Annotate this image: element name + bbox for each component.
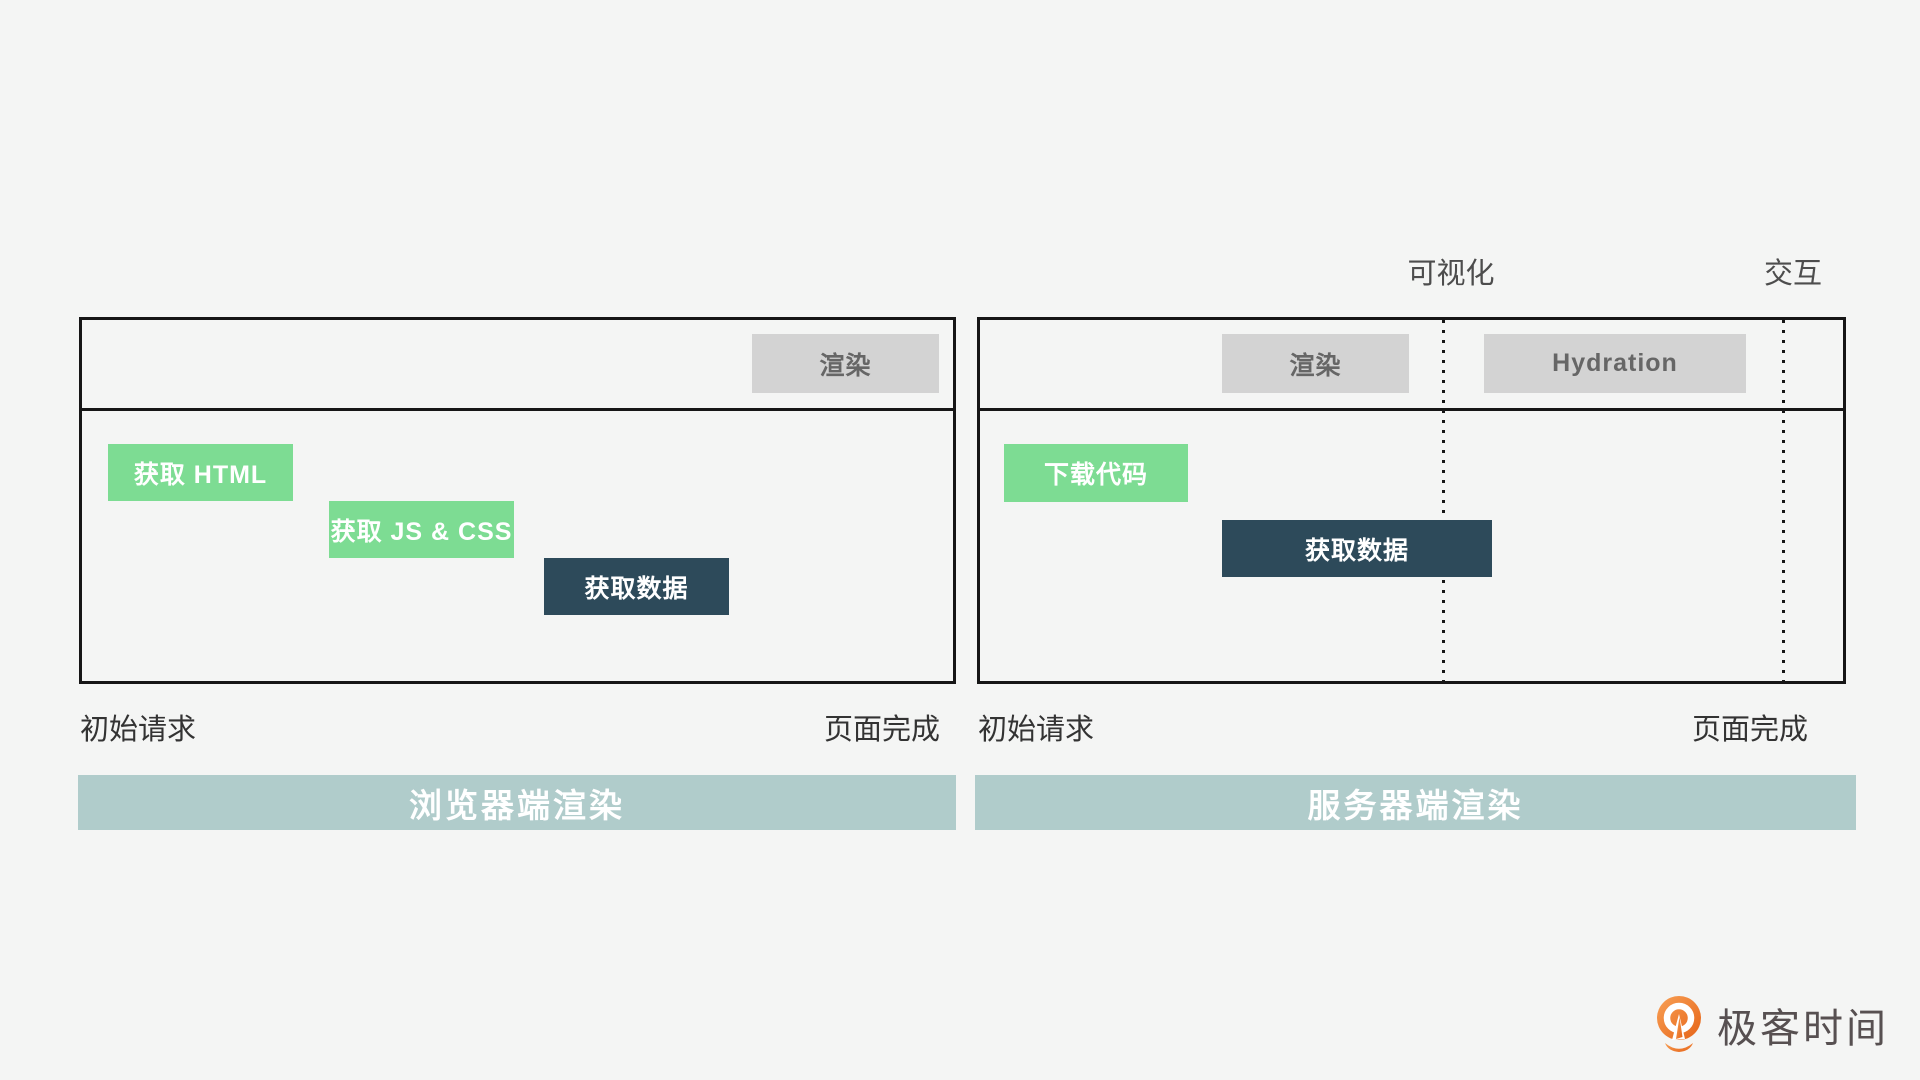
csr-render-bar: 渲染 <box>752 334 939 393</box>
ssr-hydration-bar: Hydration <box>1484 334 1746 393</box>
csr-fetch-data-bar: 获取数据 <box>544 558 729 615</box>
ssr-download-code-bar: 下载代码 <box>1004 444 1188 502</box>
csr-caption-text: 浏览器端渲染 <box>409 786 625 824</box>
milestone-label-visualize: 可视化 <box>1407 258 1495 290</box>
csr-main-thread-row: 渲染 <box>82 320 953 411</box>
csr-fetch-js-css-bar: 获取 JS & CSS <box>329 501 514 558</box>
csr-caption-band: 浏览器端渲染 <box>78 775 956 830</box>
ssr-caption-text: 服务器端渲染 <box>1307 786 1524 824</box>
ssr-page-complete-label: 页面完成 <box>1691 714 1808 746</box>
interactive-dotted-line <box>1782 320 1785 681</box>
geektime-logo: 极客时间 <box>1652 995 1889 1055</box>
geektime-logo-icon <box>1657 996 1701 1052</box>
ssr-initial-request-label: 初始请求 <box>978 714 1095 746</box>
ssr-render-bar: 渲染 <box>1222 334 1409 393</box>
ssr-timeline-panel: 渲染 Hydration 下载代码 获取数据 <box>977 317 1846 684</box>
csr-fetch-html-bar: 获取 HTML <box>108 444 293 501</box>
ssr-caption-band: 服务器端渲染 <box>975 775 1856 830</box>
visualize-dotted-line <box>1442 320 1445 681</box>
csr-page-complete-label: 页面完成 <box>823 714 940 746</box>
geektime-logo-text: 极客时间 <box>1717 1007 1889 1051</box>
csr-initial-request-label: 初始请求 <box>80 714 197 746</box>
csr-timeline-panel: 渲染 获取 HTML 获取 JS & CSS 获取数据 <box>79 317 956 684</box>
milestone-label-interactive: 交互 <box>1763 258 1823 290</box>
ssr-fetch-data-bar: 获取数据 <box>1222 520 1492 577</box>
ssr-main-thread-row: 渲染 Hydration <box>980 320 1843 411</box>
